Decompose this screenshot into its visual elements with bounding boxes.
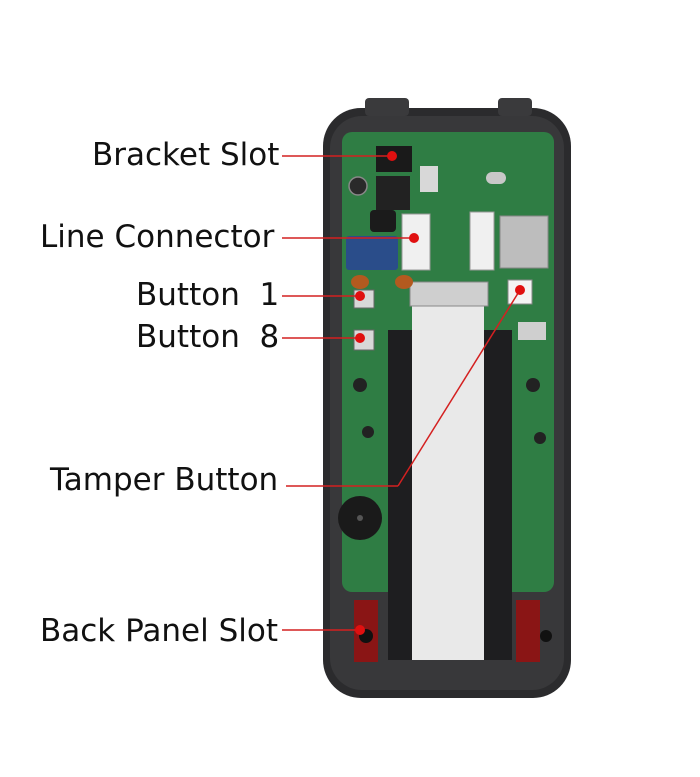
capacitor bbox=[348, 176, 368, 196]
mounting-hole-4 bbox=[534, 432, 546, 444]
callout-dot-back-panel bbox=[355, 625, 365, 635]
mounting-hole-1 bbox=[353, 378, 367, 392]
label-button-8: Button 8 bbox=[136, 319, 280, 355]
smd-chip bbox=[420, 166, 438, 192]
buzzer-hole bbox=[357, 515, 363, 521]
callout-dot-line-connector bbox=[409, 233, 419, 243]
callout-dot-button-1 bbox=[355, 291, 365, 301]
label-tamper-button: Tamper Button bbox=[50, 462, 279, 498]
callout-dot-bracket bbox=[387, 151, 397, 161]
label-line-connector: Line Connector bbox=[40, 219, 275, 255]
center-recess-right bbox=[484, 330, 512, 660]
callout-dots bbox=[355, 151, 525, 635]
bottom-screw-right bbox=[540, 630, 552, 642]
sd-card-slot bbox=[499, 215, 549, 269]
inductor bbox=[370, 210, 396, 232]
second-connector-socket bbox=[469, 211, 495, 271]
ribbon-connector bbox=[409, 281, 489, 307]
ribbon-cable bbox=[412, 305, 484, 660]
callout-dot-button-8 bbox=[355, 333, 365, 343]
callout-dot-tamper bbox=[515, 285, 525, 295]
label-back-panel-slot: Back Panel Slot bbox=[40, 613, 279, 649]
usb-port bbox=[518, 322, 546, 340]
label-bracket-slot: Bracket Slot bbox=[92, 137, 280, 173]
label-button-1: Button 1 bbox=[136, 277, 280, 313]
mounting-hole-3 bbox=[362, 426, 374, 438]
orange-capacitor-1 bbox=[351, 275, 369, 289]
callout-lines bbox=[282, 155, 521, 631]
center-recess bbox=[388, 330, 412, 660]
orange-capacitor-2 bbox=[395, 275, 413, 289]
regulator-chip bbox=[376, 176, 410, 210]
callout-line-tamper-2 bbox=[397, 289, 521, 487]
back-panel-slot-right bbox=[516, 600, 540, 662]
housing-top-clip bbox=[365, 98, 409, 116]
blue-relay bbox=[346, 236, 398, 270]
housing-top-clip-right bbox=[498, 98, 532, 116]
mounting-hole-2 bbox=[526, 378, 540, 392]
crystal bbox=[486, 172, 506, 184]
